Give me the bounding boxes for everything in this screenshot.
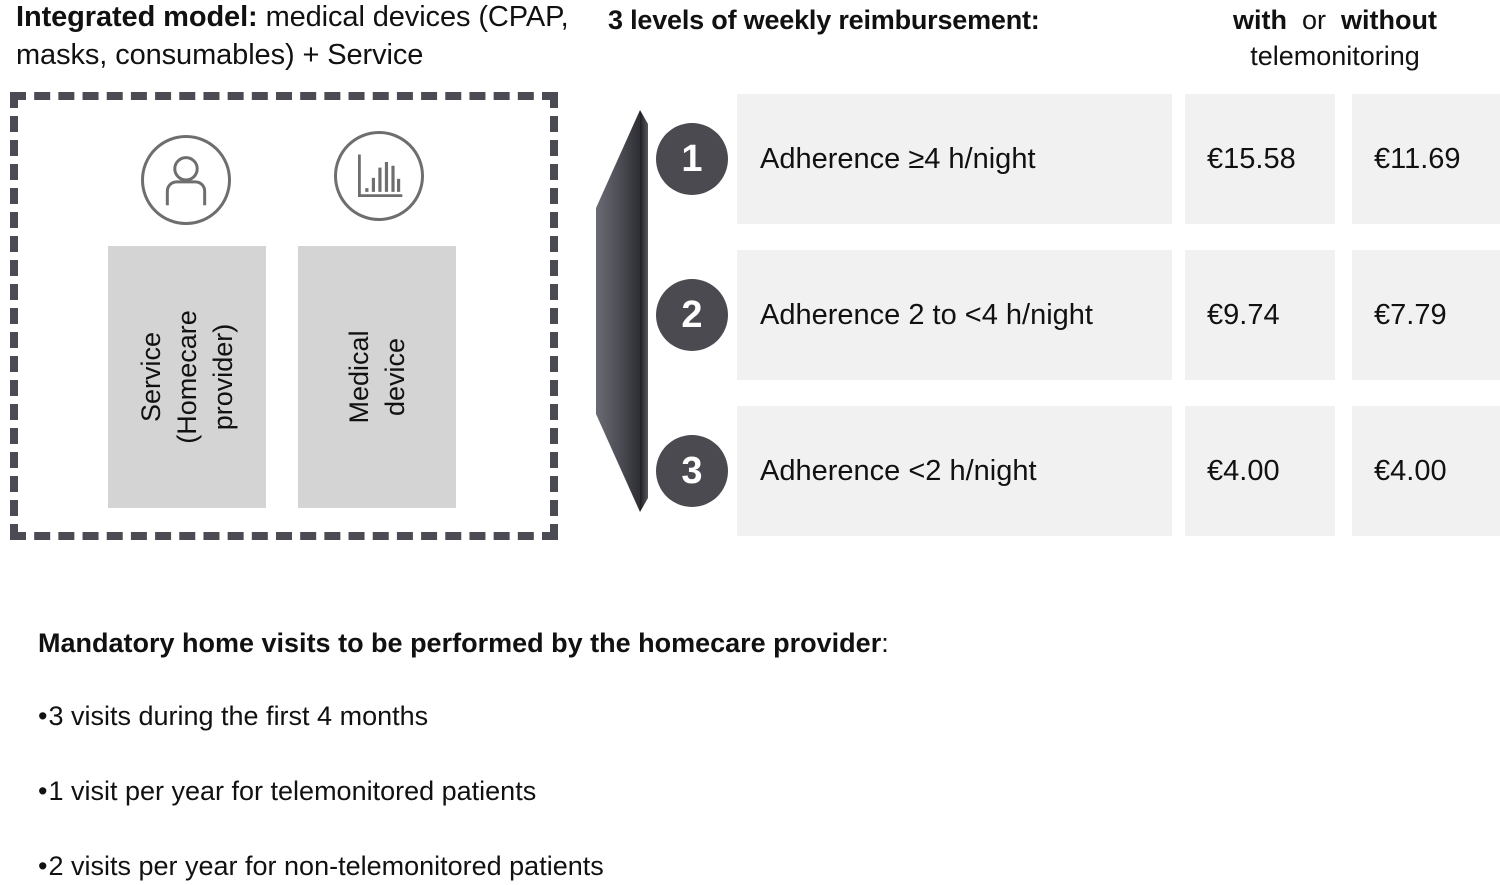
mandatory-visits-heading: Mandatory home visits to be performed by… <box>38 625 889 661</box>
bullet-glyph-1: • <box>38 776 48 806</box>
bullet-glyph-2: • <box>38 851 48 881</box>
medical-device-panel-label: Medical device <box>341 330 413 423</box>
level-criterion-1: Adherence ≥4 h/night <box>737 94 1172 224</box>
integrated-model-heading-bold: Integrated model: <box>16 1 258 33</box>
level-badge-3: 3 <box>656 435 728 507</box>
table-row: 3 Adherence <2 h/night €4.00 €4.00 <box>650 406 1500 536</box>
level-price-with-2: €9.74 <box>1185 250 1335 380</box>
list-item: •1 visit per year for telemonitored pati… <box>38 773 536 809</box>
mandatory-visits-heading-suffix: : <box>881 628 889 658</box>
visit-bullet-text-1: 1 visit per year for telemonitored patie… <box>48 776 537 806</box>
medical-device-line2: device <box>380 337 410 417</box>
service-panel-line2: (Homecare <box>172 310 202 444</box>
list-item: •3 visits during the first 4 months <box>38 698 428 734</box>
telemonitoring-heading: with or without telemonitoring <box>1175 2 1495 74</box>
person-icon <box>141 135 231 225</box>
table-row: 1 Adherence ≥4 h/night €15.58 €11.69 <box>650 94 1500 224</box>
bullet-glyph-0: • <box>38 701 48 731</box>
levels-brace-ribbon <box>596 110 662 512</box>
medical-device-panel: Medical device <box>298 246 456 508</box>
reimbursement-levels-table: 1 Adherence ≥4 h/night €15.58 €11.69 2 A… <box>650 92 1500 542</box>
level-price-with-3: €4.00 <box>1185 406 1335 536</box>
table-row: 2 Adherence 2 to <4 h/night €9.74 €7.79 <box>650 250 1500 380</box>
visit-bullet-text-0: 3 visits during the first 4 months <box>48 701 429 731</box>
level-criterion-3: Adherence <2 h/night <box>737 406 1172 536</box>
telemonitoring-with-label: with <box>1232 5 1287 35</box>
mandatory-visits-heading-bold: Mandatory home visits to be performed by… <box>38 628 882 658</box>
level-criterion-2: Adherence 2 to <4 h/night <box>737 250 1172 380</box>
telemonitoring-without-label: without <box>1341 5 1437 35</box>
visit-bullet-text-2: 2 visits per year for non-telemonitored … <box>48 851 604 881</box>
level-price-without-1: €11.69 <box>1352 94 1500 224</box>
medical-device-line1: Medical <box>344 330 374 424</box>
level-price-without-3: €4.00 <box>1352 406 1500 536</box>
level-price-without-2: €7.79 <box>1352 250 1500 380</box>
integrated-model-heading: Integrated model: medical devices (CPAP,… <box>16 0 591 74</box>
service-panel: Service (Homecare provider) <box>108 246 266 508</box>
service-panel-label: Service (Homecare provider) <box>133 310 241 444</box>
list-item: •2 visits per year for non-telemonitored… <box>38 848 604 884</box>
integrated-model-heading-rest: medical devices (CPAP, masks, consumable… <box>16 1 569 71</box>
level-badge-2: 2 <box>656 279 728 351</box>
bar-chart-icon <box>334 131 424 221</box>
integrated-model-box: Service (Homecare provider) Medical devi… <box>10 92 558 540</box>
levels-heading: 3 levels of weekly reimbursement: <box>608 5 1040 35</box>
telemonitoring-or-label: or <box>1302 5 1327 35</box>
service-panel-line3: provider) <box>208 323 238 431</box>
telemonitoring-word-label: telemonitoring <box>1250 41 1420 71</box>
level-price-with-1: €15.58 <box>1185 94 1335 224</box>
service-panel-line1: Service <box>136 331 166 423</box>
level-badge-1: 1 <box>656 123 728 195</box>
